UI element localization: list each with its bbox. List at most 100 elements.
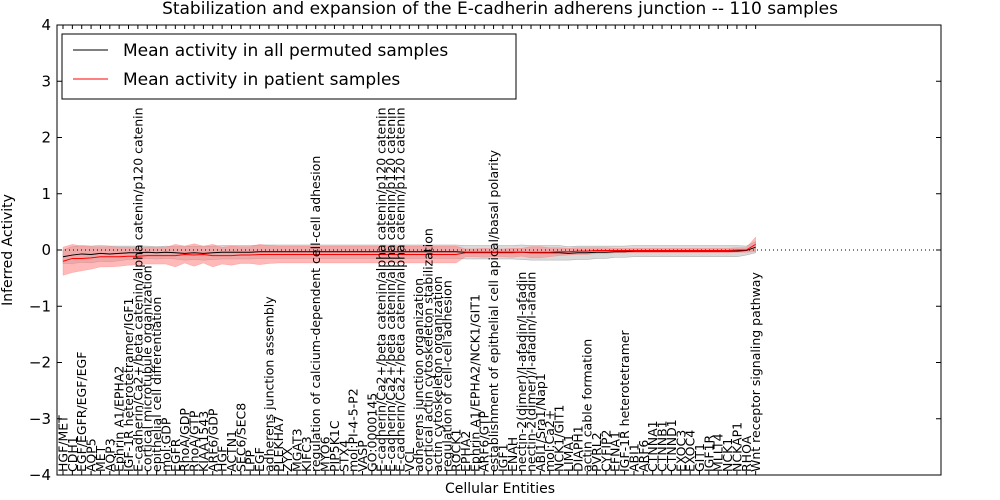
x-tick-label: mol:PI-4-5-P2 (346, 388, 361, 472)
x-tick-label: EGFR (168, 438, 183, 472)
x-tick-label: CTNND1 (664, 419, 679, 472)
x-tick-label: ARF6 (636, 440, 651, 472)
x-tick-label: EGF/EGFR/EGF/EGF (74, 352, 89, 472)
legend-box (61, 33, 517, 100)
x-tick-label: DIAPH1 (570, 425, 585, 472)
x-tick-label: VASP (355, 440, 370, 472)
x-tick-label: E-cadherin/Ca2+/beta catenin/alpha caten… (374, 107, 389, 472)
x-tick-label: adherens junction assembly (261, 296, 276, 472)
x-tick-label: RhoA/GDP (177, 408, 192, 472)
confidence-bands (62, 236, 756, 276)
x-tick-label: KIAA1543 (196, 411, 211, 472)
y-tick-label: −4 (29, 466, 51, 484)
x-tick-label: MYO6 (318, 436, 333, 472)
x-tick-label: adherens junction organization (411, 278, 426, 472)
x-tick-label: PLEKHA7 (271, 415, 286, 472)
x-tick-label: GO:0000145 (364, 393, 379, 472)
x-tick-label: nectin-2(dimer)/I-afadin/I-afadin (514, 272, 529, 472)
x-tick-label: ACTN1 (224, 430, 239, 472)
x-tick-label: HGF/MET (56, 415, 71, 472)
x-tick-label: Ephrin A1/EPHA2 (112, 366, 127, 472)
x-tick-label: MGAT3 (290, 428, 305, 472)
x-tick-label: MET (93, 445, 108, 472)
x-tick-label: CTNNB1 (655, 420, 670, 472)
x-tick-label: EXOC3 (673, 430, 688, 472)
x-tick-label: regulation of cell-cell adhesion (439, 280, 454, 472)
x-tick-label: PIP5K1C (327, 420, 342, 472)
x-tick-label: AQP3 (102, 438, 117, 472)
x-ticks (62, 25, 757, 475)
x-tick-label: actin cytoskeleton organization (430, 276, 445, 472)
x-tick-label: IGF-1R heterotetramer (617, 329, 632, 472)
x-tick-label: GIT1 (692, 443, 707, 472)
y-axis: −4 −3 −2 −1 0 1 2 3 4 (29, 16, 941, 484)
x-tick-label: ROCK1 (449, 429, 464, 472)
x-tick-label: EGF (252, 447, 267, 472)
chart-title: Stabilization and expansion of the E-cad… (162, 0, 838, 19)
legend-label-patient: Mean activity in patient samples (123, 70, 400, 90)
series-lines (57, 243, 941, 262)
x-tick-label: E-cadherin/Ca2+/beta catenin/alpha caten… (130, 107, 145, 472)
x-tick-label: regulation of calcium-dependent cell-cel… (308, 156, 323, 472)
x-tick-label: cortical actin cytoskeleton stabilizatio… (421, 228, 436, 472)
x-tick-label: Wnt receptor signaling pathway (748, 272, 763, 472)
x-tick-label: NCKAP1 (729, 422, 744, 472)
x-tick-label: PVRL2 (589, 432, 604, 472)
series-line-patient (62, 243, 756, 262)
y-axis-label: Inferred Activity (0, 194, 16, 306)
x-tick-label: LIMA1 (561, 434, 576, 472)
x-tick-label: ARF6/GDP (205, 408, 220, 472)
x-tick-label: KIFC3 (299, 436, 314, 472)
x-tick-label: E-cadherin/Ca2+/beta catenin/alpha caten… (392, 107, 407, 472)
x-tick-label: ABI1/Sra1/Nap1 (533, 373, 548, 472)
y-tick-label: 3 (41, 72, 51, 90)
x-tick-label: IGF1 (495, 443, 510, 472)
x-tick-label: E-cadherin/Ca2+/beta catenin/alpha caten… (383, 107, 398, 472)
x-tick-label: EFNA1 (608, 431, 623, 472)
x-tick-label: SEC6/SEC8 (233, 403, 248, 472)
x-tick-label: MLLT4 (711, 433, 726, 472)
y-tick-label: −3 (29, 410, 51, 428)
x-tick-label: STX4 (336, 440, 351, 472)
x-tick-label: establishment of epithelial cell apical/… (486, 149, 501, 472)
x-tick-label: IGF1R (701, 434, 716, 472)
x-tick-label: ENAH (505, 437, 520, 472)
x-tick-label: CTNNA1 (645, 420, 660, 472)
x-tick-label: ZYX (280, 447, 295, 472)
x-tick-label: RHOA (739, 435, 754, 472)
x-tick-label: nectin-2(dimer)/I-afadin/I-afadin (524, 272, 539, 472)
series-line-permuted (62, 246, 756, 258)
y-tick-label: 0 (41, 241, 51, 259)
y-tick-label: −2 (29, 354, 51, 372)
x-tick-label: cortical microtubule organization (140, 265, 155, 472)
y-tick-label: 4 (41, 16, 51, 34)
x-tick-label: CYFIP2 (598, 429, 613, 472)
x-tick-label: RhoA/GTP (187, 410, 202, 472)
x-tick-label: HGF (215, 446, 230, 472)
y-tick-label: 1 (41, 185, 51, 203)
x-tick-label: AQP5 (84, 438, 99, 472)
x-tick-label: NCK1 (720, 438, 735, 472)
legend-label-permuted: Mean activity in all permuted samples (123, 41, 448, 61)
x-tick-label: Ephrin A1/EPHA2/NCK1/GIT1 (467, 294, 482, 472)
x-tick-label: LPP (243, 449, 258, 472)
x-tick-label: NCK1/GIT1 (552, 405, 567, 472)
x-tick-label: VCL (402, 448, 417, 472)
x-tick-label: actin cable formation (580, 339, 595, 472)
x-tick-label: ABI1 (626, 443, 641, 472)
x-tick-label: mol:GDP (158, 417, 173, 472)
x-tick-label: IGF-1R heterotetramer/IGF1 (121, 298, 136, 472)
x-tick-label: CDH1 (65, 436, 80, 472)
x-tick-label: epithelial cell differentiation (149, 297, 164, 472)
legend: Mean activity in all permuted samples Me… (61, 33, 517, 100)
x-tick-label: EPHA2 (458, 431, 473, 472)
x-tick-label: mol:Ca2+ (542, 410, 557, 472)
y-tick-label: 2 (41, 129, 51, 147)
x-tick-labels: HGF/METCDH1EGF/EGFR/EGF/EGFAQP5METAQP3Ep… (56, 107, 764, 472)
x-tick-label: ARF6/GTP (477, 411, 492, 472)
x-axis-label: Cellular Entities (445, 481, 555, 497)
band-patient (62, 236, 756, 276)
x-tick-label: EXOC4 (683, 430, 698, 472)
y-tick-label: −1 (29, 297, 51, 315)
